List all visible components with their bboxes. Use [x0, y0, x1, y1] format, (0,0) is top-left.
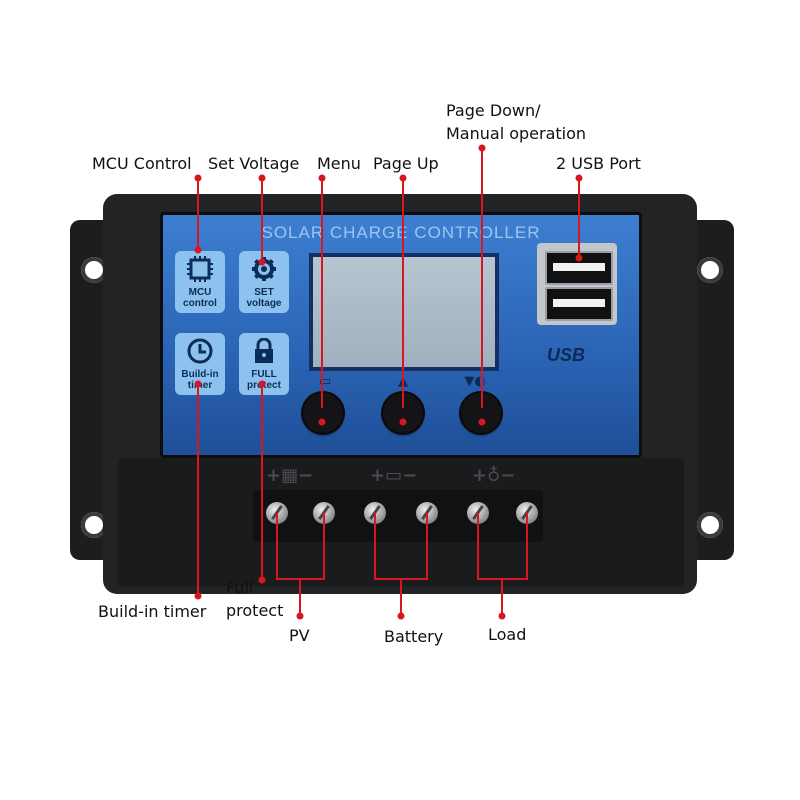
label-build-in-timer: Build-in timer — [98, 602, 207, 621]
pv-symbol: +▦− — [266, 465, 314, 486]
label-page-up: Page Up — [373, 154, 439, 173]
dot-mcu-top — [194, 174, 202, 182]
leader-full-protect — [261, 384, 263, 580]
label-pv: PV — [289, 626, 310, 645]
dot-menu-top — [318, 174, 326, 182]
mcu-control-key: MCU control — [175, 251, 225, 313]
label-full: Full — [226, 578, 254, 597]
dot-protect-top — [258, 380, 266, 388]
lcd-display — [309, 253, 499, 371]
dot-mcu-end — [194, 246, 202, 254]
set-voltage-label: SET voltage — [246, 287, 282, 309]
dot-down-end — [478, 418, 486, 426]
clock-icon — [187, 338, 213, 364]
usb-port-2[interactable] — [545, 287, 613, 321]
leader-menu — [321, 178, 323, 408]
usb-port-housing — [537, 243, 617, 325]
label-manual-operation: Manual operation — [446, 124, 587, 143]
dot-set-end — [258, 258, 266, 266]
chip-icon — [187, 256, 213, 282]
build-in-timer-label: Build-in timer — [181, 369, 219, 391]
battery-bracket-left — [374, 513, 376, 579]
battery-bracket-right — [426, 513, 428, 579]
lock-icon — [255, 338, 273, 363]
dot-menu-end — [318, 418, 326, 426]
front-panel: SOLAR CHARGE CONTROLLER MCU control — [160, 212, 642, 458]
load-bracket-right — [526, 513, 528, 579]
panel-title: SOLAR CHARGE CONTROLLER — [261, 223, 541, 242]
dot-usb-end — [575, 254, 583, 262]
battery-bracket-stem — [400, 578, 402, 616]
battery-symbol: +▭− — [370, 465, 418, 486]
mount-hole-top-right — [697, 257, 723, 283]
label-menu: Menu — [317, 154, 361, 173]
mount-hole-bottom-left — [81, 512, 107, 538]
dot-up-end — [399, 418, 407, 426]
dot-timer-end — [194, 592, 202, 600]
full-protect-label: FULL protect — [247, 369, 281, 391]
label-usb-port: 2 USB Port — [556, 154, 641, 173]
dot-up-top — [399, 174, 407, 182]
down-arrow-glyph-icon: ▼◐ — [464, 374, 486, 389]
dot-down-top — [478, 144, 486, 152]
label-protect: protect — [226, 601, 284, 620]
leader-timer — [197, 384, 199, 596]
label-mcu-control: MCU Control — [92, 154, 192, 173]
dot-load — [498, 612, 506, 620]
label-page-down: Page Down/ — [446, 101, 541, 120]
pv-bracket-right — [323, 513, 325, 579]
dot-set-top — [258, 174, 266, 182]
usb-logo: USB — [547, 345, 586, 365]
leader-set-voltage — [261, 178, 263, 262]
load-bracket-left — [477, 513, 479, 579]
label-set-voltage: Set Voltage — [208, 154, 300, 173]
leader-page-down — [481, 148, 483, 408]
pv-bracket-stem — [299, 578, 301, 616]
dot-usb-top — [575, 174, 583, 182]
dot-protect-end — [258, 576, 266, 584]
screw-terminal-housing — [253, 490, 543, 542]
load-bracket-stem — [501, 578, 503, 616]
leader-usb — [578, 178, 580, 258]
mcu-control-label: MCU control — [183, 287, 217, 309]
dot-timer-top — [194, 380, 202, 388]
label-battery: Battery — [384, 627, 444, 646]
mount-hole-top-left — [81, 257, 107, 283]
pv-bracket-left — [276, 513, 278, 579]
menu-glyph-icon: ▭ — [318, 374, 332, 389]
leader-page-up — [402, 178, 404, 408]
load-symbol: +♁− — [472, 465, 516, 486]
dot-pv — [296, 612, 304, 620]
mount-hole-bottom-right — [697, 512, 723, 538]
leader-mcu — [197, 178, 199, 248]
label-load: Load — [488, 625, 527, 644]
menu-button[interactable] — [303, 393, 343, 433]
dot-battery — [397, 612, 405, 620]
